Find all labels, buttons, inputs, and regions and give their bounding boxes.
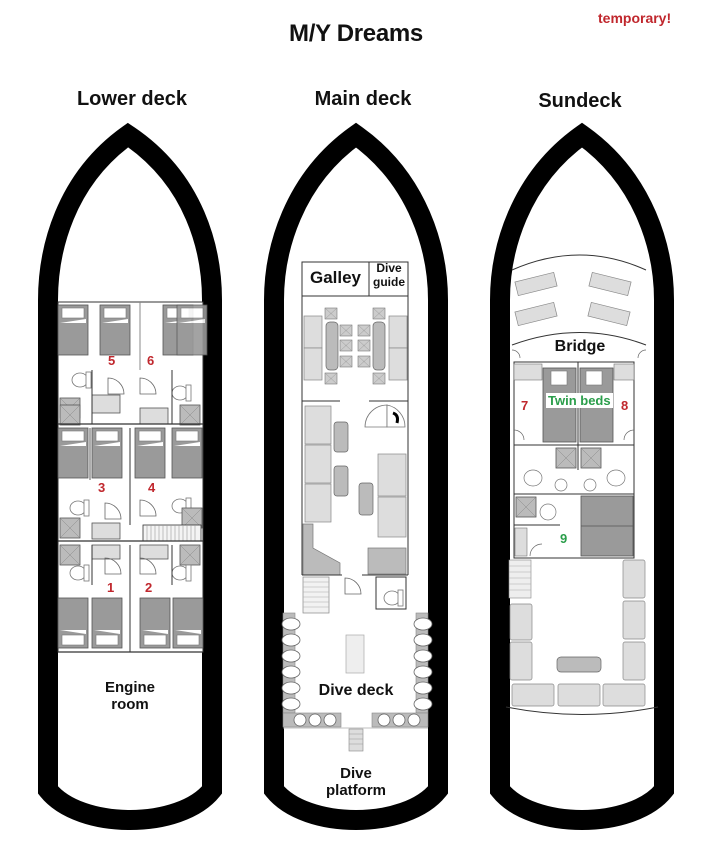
page-title: M/Y Dreams [289,20,423,47]
cabin-3-label: 3 [98,480,106,495]
deck-title-sundeck: Sundeck [538,90,622,112]
cabin-5-label: 5 [108,353,116,368]
deck-title-main: Main deck [314,88,412,110]
dive-guide-label: Dive guide [373,261,405,289]
galley-label: Galley [309,268,362,287]
main-deck-hull [264,122,448,830]
cabin-1-label: 1 [107,580,115,595]
cabin-4-label: 4 [148,480,156,495]
main-deck-interior [281,261,433,752]
cabin-9-label: 9 [560,531,568,546]
lower-deck-cabins [57,301,208,653]
deck-title-lower: Lower deck [76,88,188,110]
cabin-7-label: 7 [521,398,529,413]
cabin-6-label: 6 [147,353,155,368]
cabin-2-label: 2 [145,580,153,595]
engine-room-label: Engine room [104,679,155,714]
bridge-label: Bridge [554,338,606,355]
twin-beds-note: Twin beds [546,393,613,408]
dive-deck-label: Dive deck [318,682,394,699]
cabin-8-label: 8 [621,398,629,413]
dive-platform-label: Dive platform [326,765,386,800]
temporary-stamp: temporary! [598,10,672,26]
